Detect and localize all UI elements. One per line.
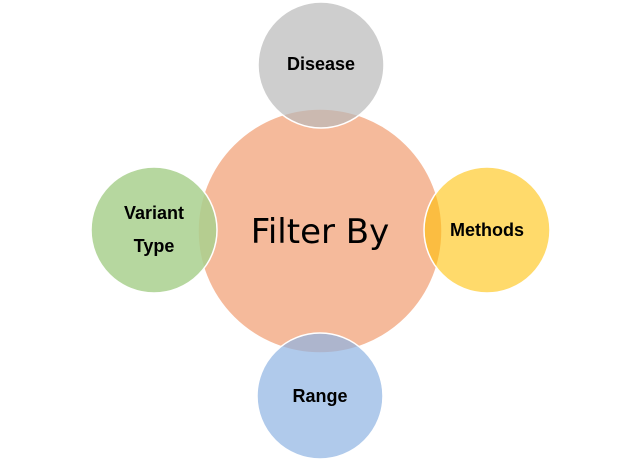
variant-type-circle [90,166,218,294]
variant-type-label-line1: Variant [124,203,184,223]
methods-label: Methods [450,220,524,240]
range-circle [256,332,384,460]
center-label: Filter By [251,212,389,252]
disease-circle [257,1,385,129]
disease-label: Disease [287,54,355,74]
range-label: Range [292,386,347,406]
methods-circle [423,166,551,294]
variant-type-label-line2: Type [134,236,175,256]
